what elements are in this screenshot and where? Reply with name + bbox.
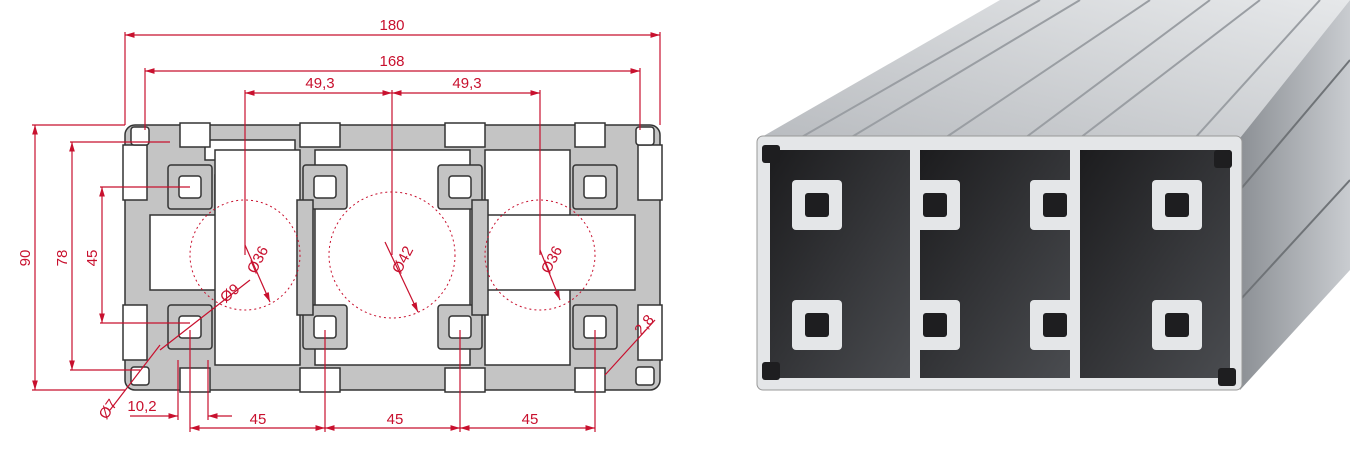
dimension-lines: [32, 32, 661, 432]
profile-3d-render: [756, 0, 1350, 391]
dim-pitch-2: 45: [387, 411, 404, 428]
dim-pitch-right: 49,3: [452, 75, 481, 92]
cross-section-drawing: 180 168 49,3 49,3 90 78 45 Ø36 Ø42 Ø36 Ø…: [17, 17, 663, 432]
dim-slot-span-height: 78: [54, 250, 71, 267]
dim-overall-height: 90: [17, 250, 34, 267]
dim-inner-height: 45: [84, 250, 101, 267]
profile-outline: [122, 122, 663, 393]
bore-circle-right: [484, 199, 596, 311]
dim-pitch-left: 49,3: [305, 75, 334, 92]
dim-slot-width: 10,2: [127, 398, 156, 415]
dim-overall-width: 180: [379, 17, 404, 34]
dim-pitch-1: 45: [250, 411, 267, 428]
dim-slot-span-width: 168: [379, 53, 404, 70]
bore-circle-left: [189, 199, 301, 311]
dim-pitch-3: 45: [522, 411, 539, 428]
